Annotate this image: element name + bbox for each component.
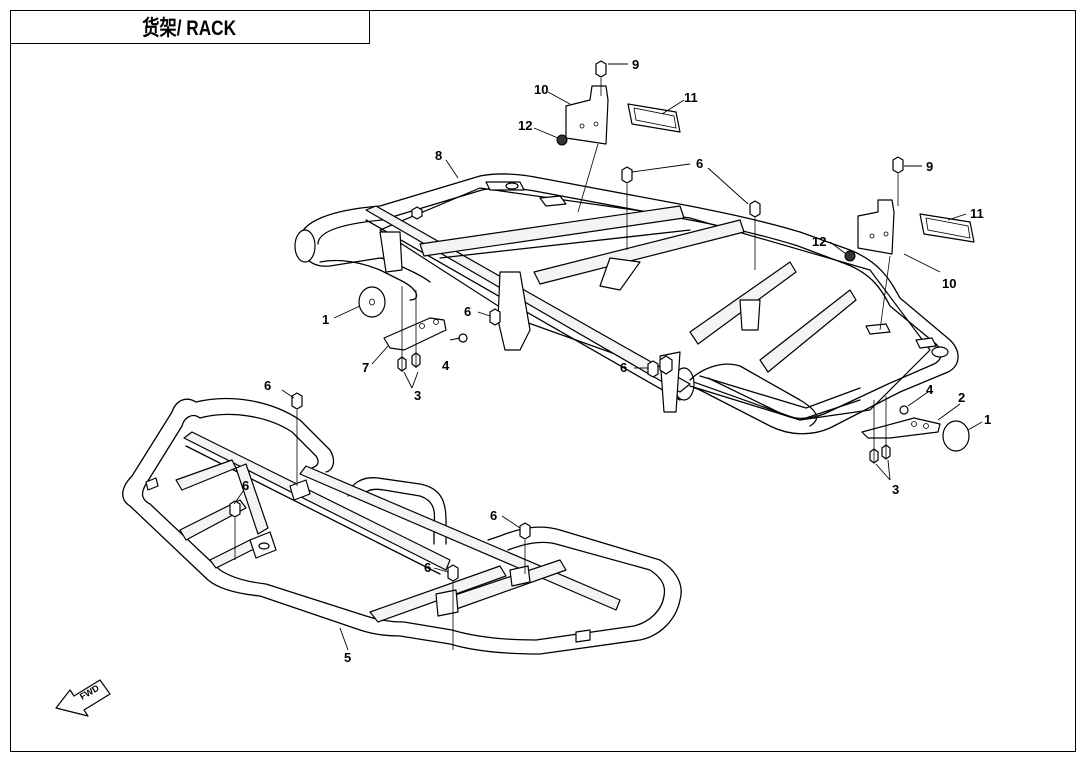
callout-6: 6 [242, 478, 249, 493]
callout-1: 1 [984, 412, 991, 427]
front-rack [122, 397, 682, 655]
reflector-left [358, 286, 386, 318]
callout-10: 10 [942, 276, 956, 291]
nut-left [458, 333, 468, 343]
callout-3: 3 [892, 482, 899, 497]
assembly-lines [234, 78, 899, 650]
bolts-3-left [397, 352, 421, 372]
callout-6: 6 [490, 508, 497, 523]
callout-6: 6 [696, 156, 703, 171]
callout-3: 3 [414, 388, 421, 403]
callout-9: 9 [926, 159, 933, 174]
callout-11: 11 [970, 206, 984, 221]
fwd-arrow-icon: FWD [55, 679, 111, 717]
callout-6: 6 [424, 560, 431, 575]
rect-reflector-11-right [919, 213, 975, 243]
reflector-bracket-right [861, 417, 941, 439]
title-box: 货架/ RACK [10, 10, 370, 44]
nut-12-right [844, 250, 856, 262]
callout-12: 12 [518, 118, 532, 133]
bolts-6 [229, 166, 761, 582]
callout-1: 1 [322, 312, 329, 327]
plate-10-left [565, 85, 609, 145]
leader-lines [233, 63, 983, 651]
callout-6: 6 [464, 304, 471, 319]
nut-right [899, 405, 909, 415]
callout-5: 5 [344, 650, 351, 665]
callout-4: 4 [442, 358, 450, 373]
diagram-title: 货架/ RACK [142, 16, 237, 40]
bolt-9-right [892, 156, 904, 174]
callout-6: 6 [620, 360, 627, 375]
callout-labels: 9 10 11 12 8 6 9 11 12 10 1 6 4 7 3 6 6 … [242, 57, 991, 665]
callout-4: 4 [926, 382, 934, 397]
plate-10-right [857, 199, 895, 255]
nut-12-left [556, 134, 568, 146]
bolts-3-right [869, 444, 891, 464]
callout-2: 2 [958, 390, 965, 405]
callout-6: 6 [264, 378, 271, 393]
reflector-bracket-left [383, 317, 447, 351]
callout-10: 10 [534, 82, 548, 97]
rear-rack [294, 173, 959, 435]
rect-reflector-11-left [627, 103, 681, 133]
callout-12: 12 [812, 234, 826, 249]
callout-9: 9 [632, 57, 639, 72]
callout-8: 8 [435, 148, 442, 163]
bolt-9-left [595, 60, 607, 78]
reflector-right [942, 420, 970, 452]
callout-11: 11 [684, 90, 698, 105]
callout-7: 7 [362, 360, 369, 375]
drawing-frame [10, 10, 1076, 752]
